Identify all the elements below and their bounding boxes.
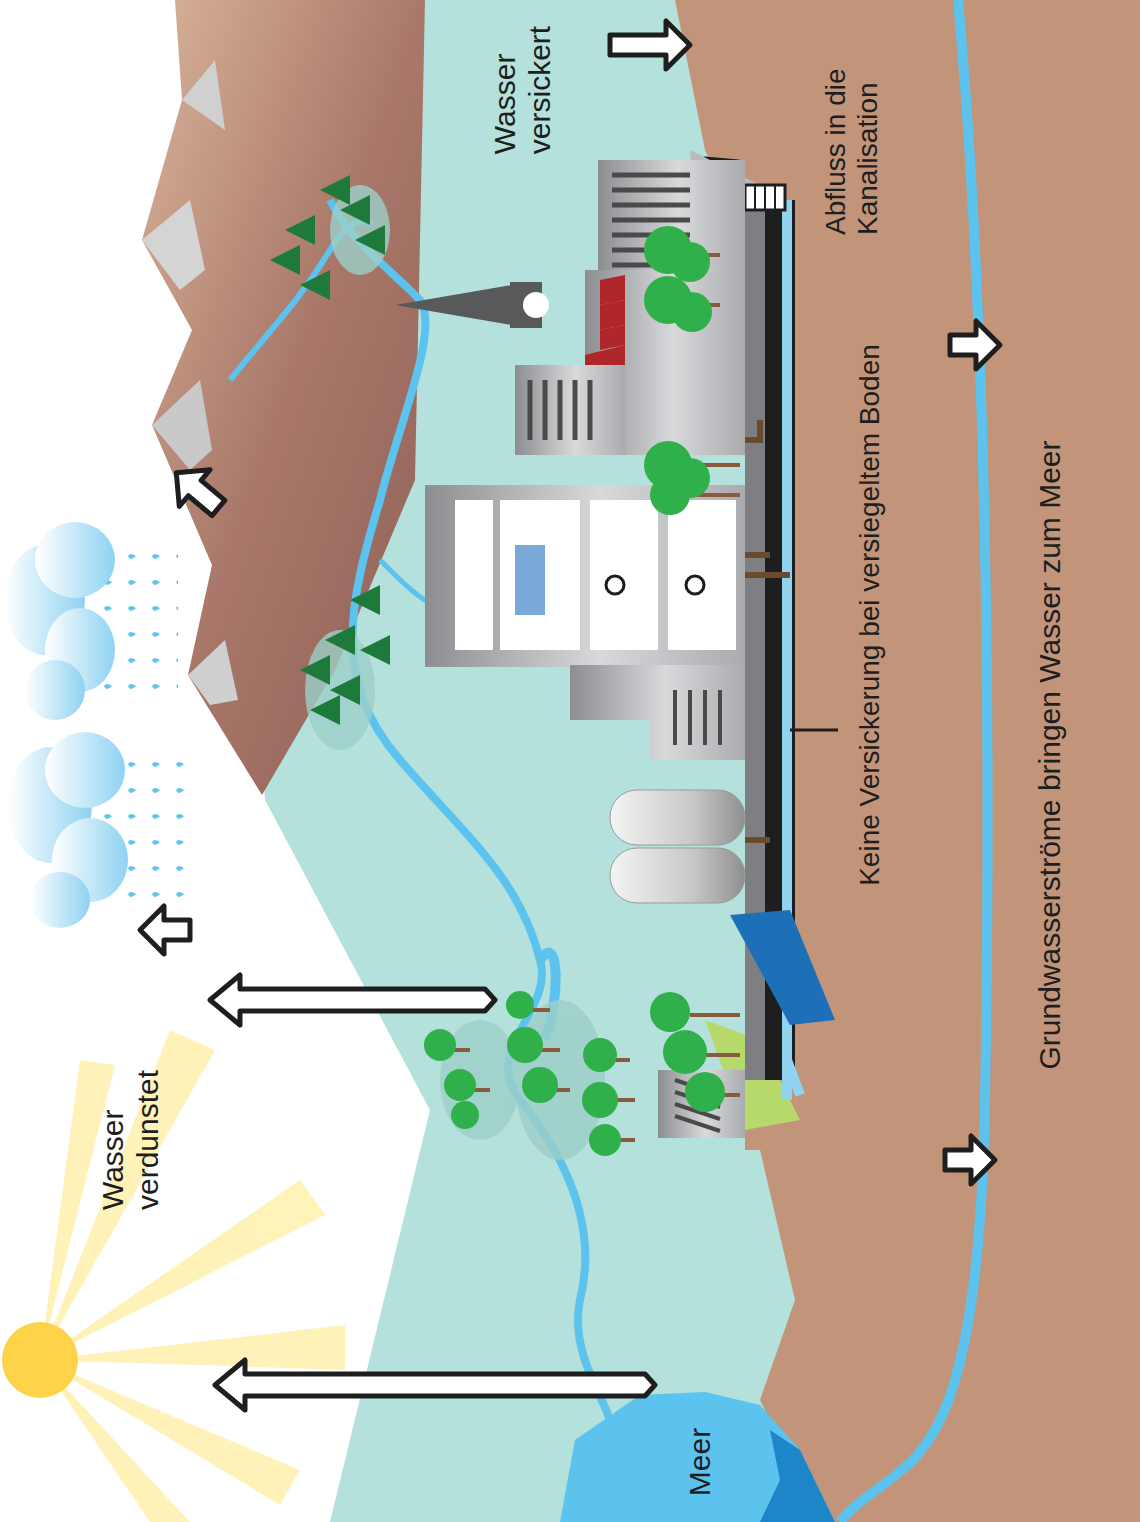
illustration-label: Grundwasserströme bringen Wasser zum Mee…: [1033, 440, 1068, 1069]
illustration-label: Wasser versickert: [488, 26, 557, 154]
illustration-label: Abfluss in die Kanalisation: [820, 35, 884, 235]
illustration-label: Meer: [683, 1428, 718, 1496]
illustration-label: Keine Versickerung bei versiegeltem Bode…: [854, 344, 886, 886]
illustration-label: Wasser verdunstet: [96, 1070, 165, 1210]
